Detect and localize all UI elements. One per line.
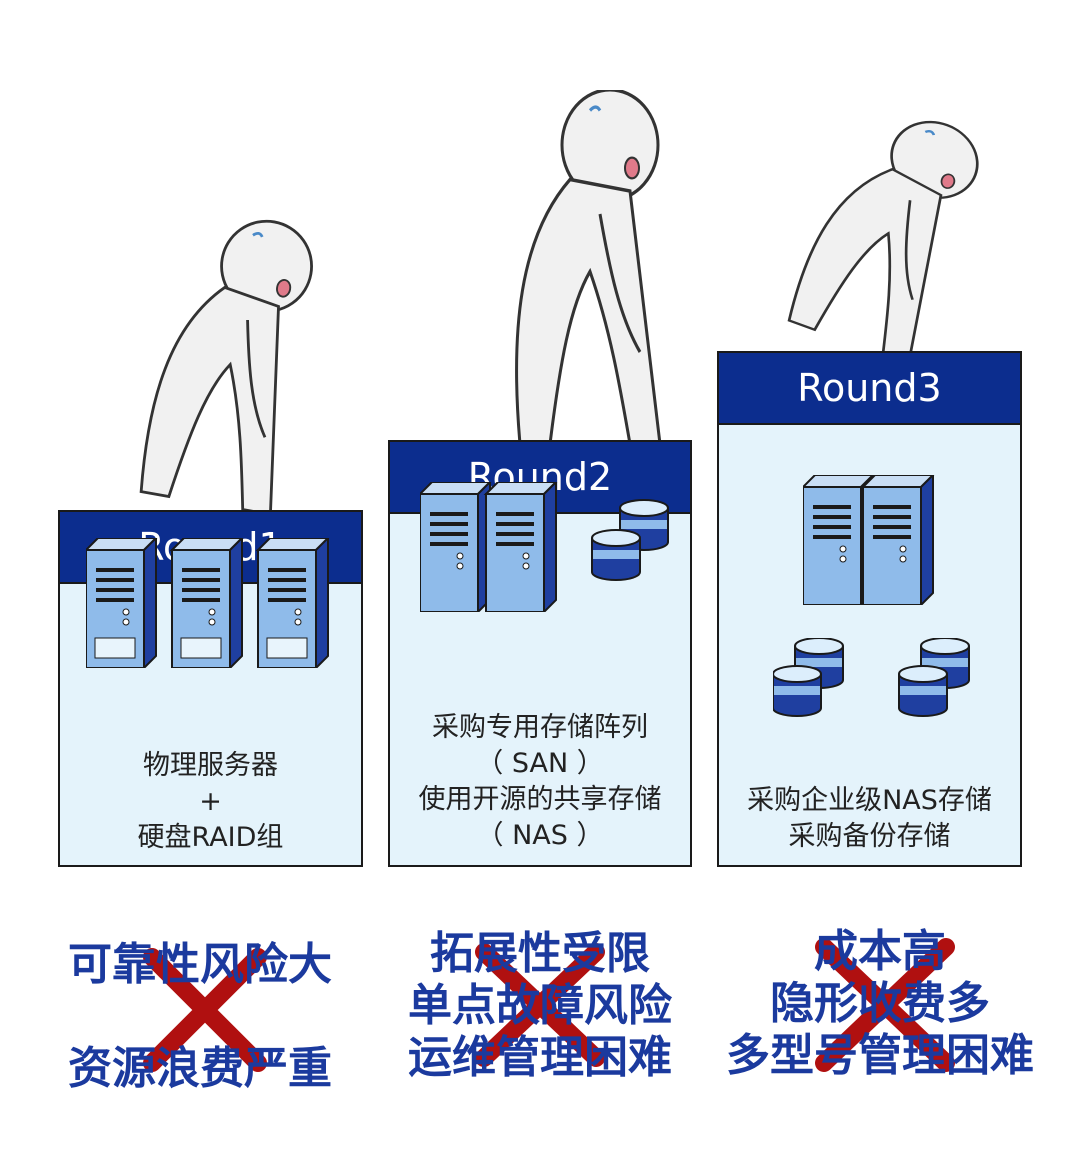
tired-figure-1-illustration	[136, 210, 322, 510]
round2-desc-line: （ SAN ）	[476, 748, 604, 779]
problem-text: 可靠性风险大	[68, 939, 332, 990]
problem-text: 拓展性受限	[430, 928, 650, 979]
physical-servers-icon	[86, 538, 329, 668]
round1-desc-line: 物理服务器	[143, 750, 278, 781]
problem-text: 单点故障风险	[408, 980, 672, 1031]
problem-text: 资源浪费严重	[68, 1043, 332, 1094]
round1-panel: Round1 物理服务器 + 硬盘RAID组	[58, 510, 363, 867]
round2-problems: 拓展性受限 单点故障风险 运维管理困难	[385, 928, 695, 1084]
round1-problems: 可靠性风险大 资源浪费严重	[50, 928, 350, 1096]
round2-desc-line: 采购专用存储阵列	[432, 712, 648, 743]
round3-header: Round3	[719, 353, 1020, 425]
round1-desc-line: 硬盘RAID组	[137, 822, 284, 853]
cross-mark-icon	[815, 938, 955, 1072]
round3-desc-line: 采购备份存储	[788, 821, 951, 852]
cross-mark-icon	[143, 948, 267, 1072]
round3-panel: Round3 采购企业级NAS存储 采购备份存储	[717, 351, 1022, 867]
round3-desc-line: 采购企业级NAS存储	[747, 785, 992, 816]
round2-desc-line: （ NAS ）	[476, 820, 604, 851]
problem-text: 多型号管理困难	[726, 1030, 1034, 1081]
round2-panel: Round2 采购专用存储阵列 （ SAN ） 使用开源的共享存储 （ NAS …	[388, 440, 692, 867]
storage-array-icon	[420, 482, 669, 612]
round2-desc-line: 使用开源的共享存储	[418, 784, 662, 815]
problem-text: 成本高	[814, 926, 946, 977]
tired-figure-2-illustration	[514, 90, 662, 440]
backup-storage-icon	[773, 638, 970, 717]
problem-text: 运维管理困难	[408, 1032, 672, 1083]
round3-problems: 成本高 隐形收费多 多型号管理困难	[715, 926, 1045, 1082]
round1-desc-line: +	[199, 786, 222, 817]
cross-mark-icon	[475, 943, 605, 1067]
problem-text: 隐形收费多	[770, 978, 990, 1029]
enterprise-nas-icon	[803, 475, 934, 605]
tired-figure-3-illustration	[784, 110, 992, 355]
